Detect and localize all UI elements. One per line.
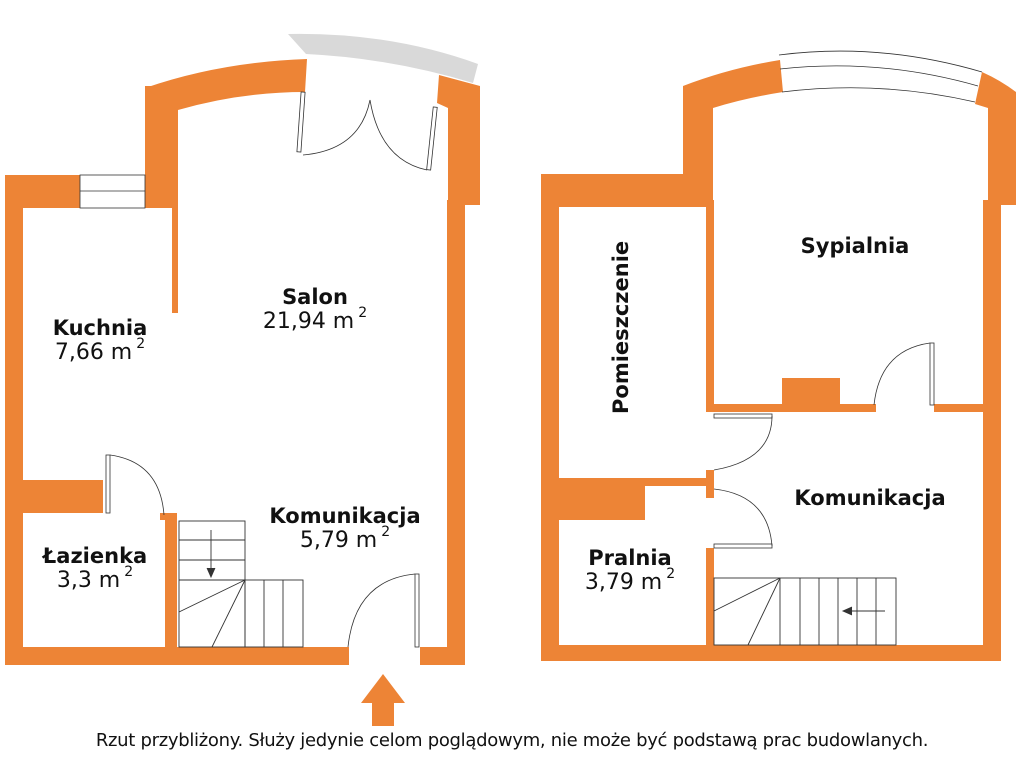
ground-stairs: [178, 520, 304, 648]
room-label-sypialnia: Sypialnia: [800, 234, 910, 258]
room-label-komunikacja-upper: Komunikacja: [794, 486, 946, 510]
bedroom-door: [873, 342, 935, 406]
bedroom-window: [778, 50, 983, 103]
room-name: Łazienka: [42, 544, 148, 568]
entrance-door: [347, 573, 420, 648]
room-name: Komunikacja: [269, 504, 421, 528]
balcony: [288, 33, 478, 83]
disclaimer-text: Rzut przybliżony. Służy jedynie celom po…: [95, 730, 929, 751]
ground-floor-walls: [5, 33, 480, 665]
balcony-door: [296, 91, 438, 171]
kitchen-window: [79, 174, 146, 209]
bathroom-door: [105, 454, 165, 516]
room-name: Salon: [282, 285, 348, 309]
room-label-pomieszczenie: Pomieszczenie: [609, 240, 633, 414]
upper-floor-walls: [541, 60, 1016, 661]
room-name: Pralnia: [588, 546, 672, 570]
upper-stairs: [713, 577, 897, 646]
storage-door: [713, 413, 773, 471]
entrance-arrow-icon: [361, 674, 405, 726]
laundry-door: [713, 488, 773, 549]
room-name: Kuchnia: [52, 316, 148, 340]
